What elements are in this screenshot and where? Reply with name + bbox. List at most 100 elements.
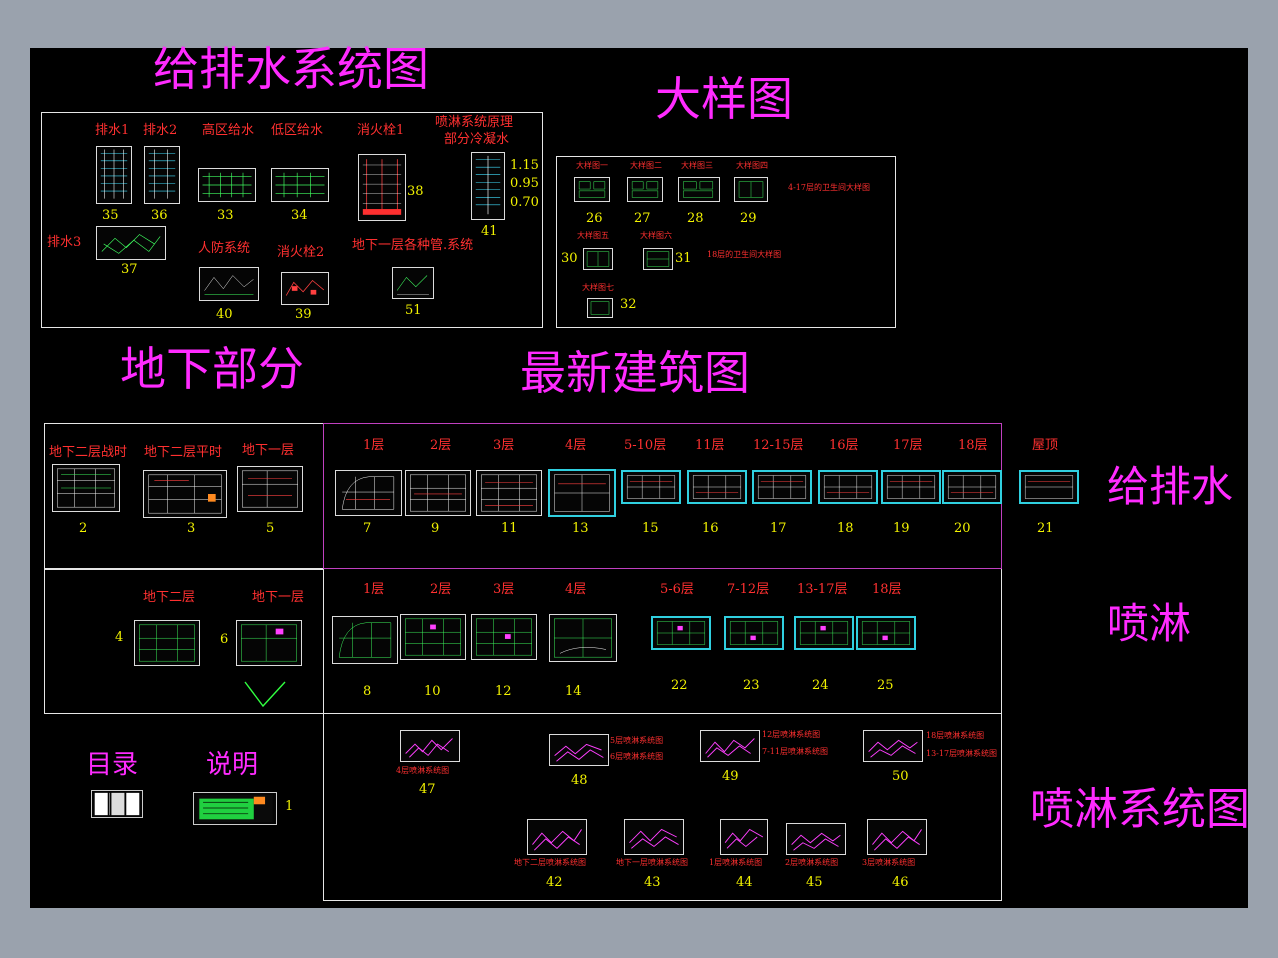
drawing-thumb-40[interactable]	[199, 267, 259, 301]
note-4-17-bathroom: 4-17层的卫生间大样图	[788, 183, 870, 192]
level-value-2: 0.95	[510, 176, 539, 191]
sprinkler-iso-icon	[724, 828, 764, 849]
drawing-thumb-14[interactable]	[549, 614, 617, 662]
drawing-thumb-19[interactable]	[881, 470, 941, 504]
drawing-thumb-6[interactable]	[236, 620, 302, 666]
num-25: 25	[877, 678, 894, 693]
num-21: 21	[1037, 521, 1054, 536]
drawing-thumb-24[interactable]	[794, 616, 854, 650]
num-48: 48	[571, 773, 588, 788]
drawing-thumb-3[interactable]	[143, 470, 227, 518]
detail-plan-icon	[738, 181, 764, 198]
floor-plan-icon	[692, 475, 742, 499]
floor-plan-icon	[757, 475, 807, 499]
floor-plan-icon	[242, 470, 298, 508]
drawing-thumb-23[interactable]	[724, 616, 784, 650]
drawing-thumb-35[interactable]	[96, 146, 132, 204]
drawing-thumb-41[interactable]	[471, 152, 505, 220]
detail-plan-icon	[586, 251, 610, 267]
drawing-thumb-49[interactable]	[700, 730, 760, 762]
toc-book-thumb[interactable]	[91, 790, 143, 818]
num-15: 15	[642, 521, 659, 536]
drawing-thumb-48[interactable]	[549, 734, 609, 766]
drawing-thumb-5[interactable]	[237, 466, 303, 512]
drawing-thumb-21[interactable]	[1019, 470, 1079, 504]
drawing-thumb-29[interactable]	[734, 177, 768, 202]
num-34: 34	[291, 208, 308, 223]
drawing-thumb-43[interactable]	[624, 819, 684, 855]
drawing-thumb-18[interactable]	[818, 470, 878, 504]
supply-diagram-icon	[202, 172, 252, 198]
drawing-thumb-20[interactable]	[942, 470, 1002, 504]
label-drain-2: 排水2	[143, 123, 178, 138]
drawing-thumb-50[interactable]	[863, 730, 923, 762]
floor-plan-icon	[799, 621, 849, 645]
drawing-thumb-28[interactable]	[678, 177, 720, 202]
drawing-thumb-26[interactable]	[574, 177, 610, 202]
drawing-thumb-32[interactable]	[587, 298, 613, 318]
sprinkler-system-box	[323, 713, 1002, 901]
drawing-thumb-16[interactable]	[687, 470, 747, 504]
sprinkler-iso-icon	[791, 832, 841, 851]
num-20: 20	[954, 521, 971, 536]
label-detail-4: 大样图四	[736, 161, 768, 170]
drawing-thumb-15[interactable]	[621, 470, 681, 504]
detail-plan-icon	[590, 301, 610, 315]
drawing-thumb-33[interactable]	[198, 168, 256, 202]
label-hydrant-2: 消火栓2	[277, 245, 325, 260]
drawing-thumb-10[interactable]	[400, 614, 466, 660]
water-system-panel	[41, 112, 543, 328]
num-29: 29	[740, 211, 757, 226]
drawing-thumb-39[interactable]	[281, 272, 329, 305]
num-50: 50	[892, 769, 909, 784]
drawing-thumb-27[interactable]	[627, 177, 663, 202]
drawing-thumb-9[interactable]	[405, 470, 471, 516]
detail-plan-icon	[578, 181, 606, 198]
drawing-thumb-4[interactable]	[134, 620, 200, 666]
sprinkler-iso-icon	[554, 743, 604, 762]
drawing-thumb-45[interactable]	[786, 823, 846, 855]
drawing-thumb-7[interactable]	[335, 470, 402, 516]
label-detail-7: 大样图七	[582, 283, 614, 292]
drawing-thumb-2[interactable]	[52, 464, 120, 512]
label-floor-11-water: 11层	[695, 438, 725, 453]
level-value-1: 1.15	[510, 158, 539, 173]
drawing-thumb-17[interactable]	[752, 470, 812, 504]
notes-thumb[interactable]	[193, 792, 277, 825]
supply-diagram-icon	[275, 172, 325, 198]
detail-panel	[556, 156, 896, 328]
drawing-thumb-37[interactable]	[96, 226, 166, 260]
label-floor-4-sprinkler: 4层	[565, 582, 587, 597]
drawing-thumb-11[interactable]	[476, 470, 542, 516]
drawing-thumb-8[interactable]	[332, 616, 398, 664]
label-floor-5-6-sprinkler: 5-6层	[660, 582, 694, 597]
num-46: 46	[892, 875, 909, 890]
cad-drawing-canvas[interactable]: 给排水系统图 大样图 地下部分 最新建筑图 给排水 喷淋 喷淋系统图 排水1 3…	[30, 46, 1250, 908]
drawing-thumb-25[interactable]	[856, 616, 916, 650]
drawing-thumb-51[interactable]	[392, 267, 434, 299]
drawing-thumb-22[interactable]	[651, 616, 711, 650]
drawing-thumb-46[interactable]	[867, 819, 927, 855]
drawing-thumb-47[interactable]	[400, 730, 460, 762]
drawing-thumb-30[interactable]	[583, 248, 613, 270]
drawing-thumb-34[interactable]	[271, 168, 329, 202]
floor-plan-icon	[410, 474, 466, 512]
drawing-thumb-44[interactable]	[720, 819, 768, 855]
hydrant-diagram-icon	[285, 279, 325, 296]
sprinkler-system-title: 喷淋系统图	[1030, 784, 1250, 835]
num-45: 45	[806, 875, 823, 890]
drawing-thumb-31[interactable]	[643, 248, 673, 270]
drawing-thumb-12[interactable]	[471, 614, 537, 660]
caption-floor-2-sprinkler-sys: 2层喷淋系统图	[785, 858, 839, 867]
num-49: 49	[722, 769, 739, 784]
num-28: 28	[687, 211, 704, 226]
drawing-thumb-42[interactable]	[527, 819, 587, 855]
drawing-thumb-38[interactable]	[358, 154, 406, 221]
floor-plan-icon	[148, 474, 222, 514]
drawing-thumb-36[interactable]	[144, 146, 180, 204]
num-43: 43	[644, 875, 661, 890]
floor-plan-icon	[139, 624, 195, 662]
label-b2-peacetime: 地下二层平时	[144, 445, 223, 460]
drawing-thumb-13[interactable]	[548, 469, 616, 517]
caption-floor-1-sprinkler-sys: 1层喷淋系统图	[709, 858, 763, 867]
